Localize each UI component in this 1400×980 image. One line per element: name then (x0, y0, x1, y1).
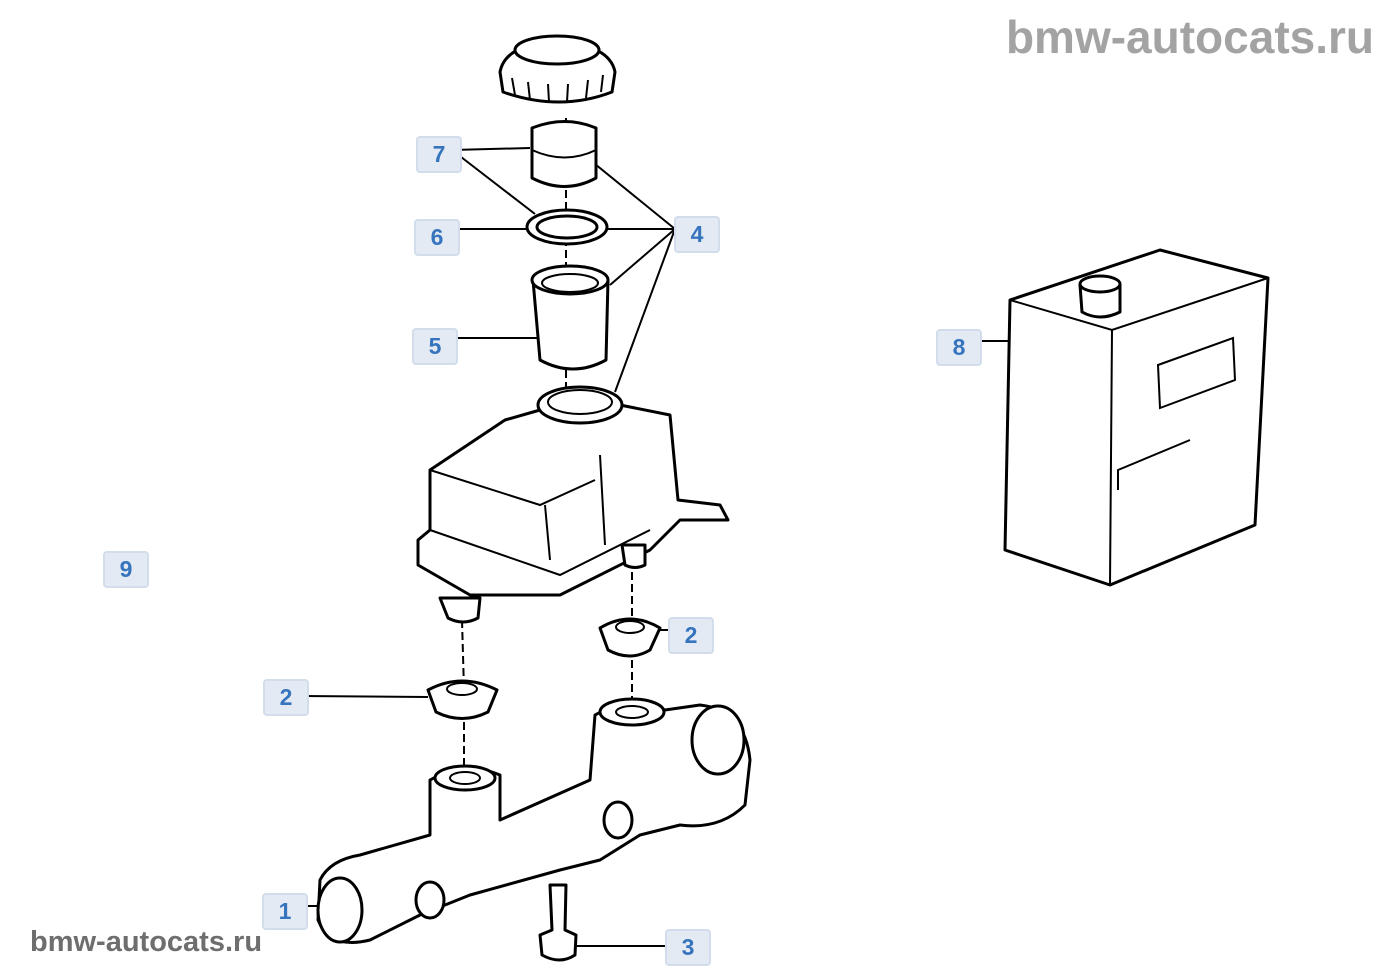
watermark-top: bmw-autocats.ru (1005, 11, 1374, 63)
bleeder-screw-3 (538, 883, 578, 962)
callout-6[interactable]: 6 (414, 219, 460, 256)
grommet-2-left (426, 679, 499, 720)
callout-3[interactable]: 3 (665, 929, 711, 966)
brake-fluid-can-8 (1003, 248, 1270, 587)
filter-part-7 (530, 120, 598, 188)
callout-7[interactable]: 7 (416, 136, 462, 173)
grommet-2-right (598, 617, 662, 658)
callout-5[interactable]: 5 (412, 328, 458, 365)
watermark-bottom: bmw-autocats.ru (30, 926, 263, 958)
callout-2-left[interactable]: 2 (263, 679, 309, 716)
callout-8[interactable]: 8 (936, 329, 982, 366)
master-cylinder-1 (316, 697, 752, 944)
callout-4[interactable]: 4 (674, 216, 720, 253)
callout-1[interactable]: 1 (262, 893, 308, 930)
callout-2-right[interactable]: 2 (668, 617, 714, 654)
fluid-reservoir (416, 385, 730, 624)
seal-ring-6 (525, 208, 609, 246)
strainer-5 (530, 264, 610, 371)
callout-9[interactable]: 9 (103, 551, 149, 588)
reservoir-cap (498, 34, 617, 104)
